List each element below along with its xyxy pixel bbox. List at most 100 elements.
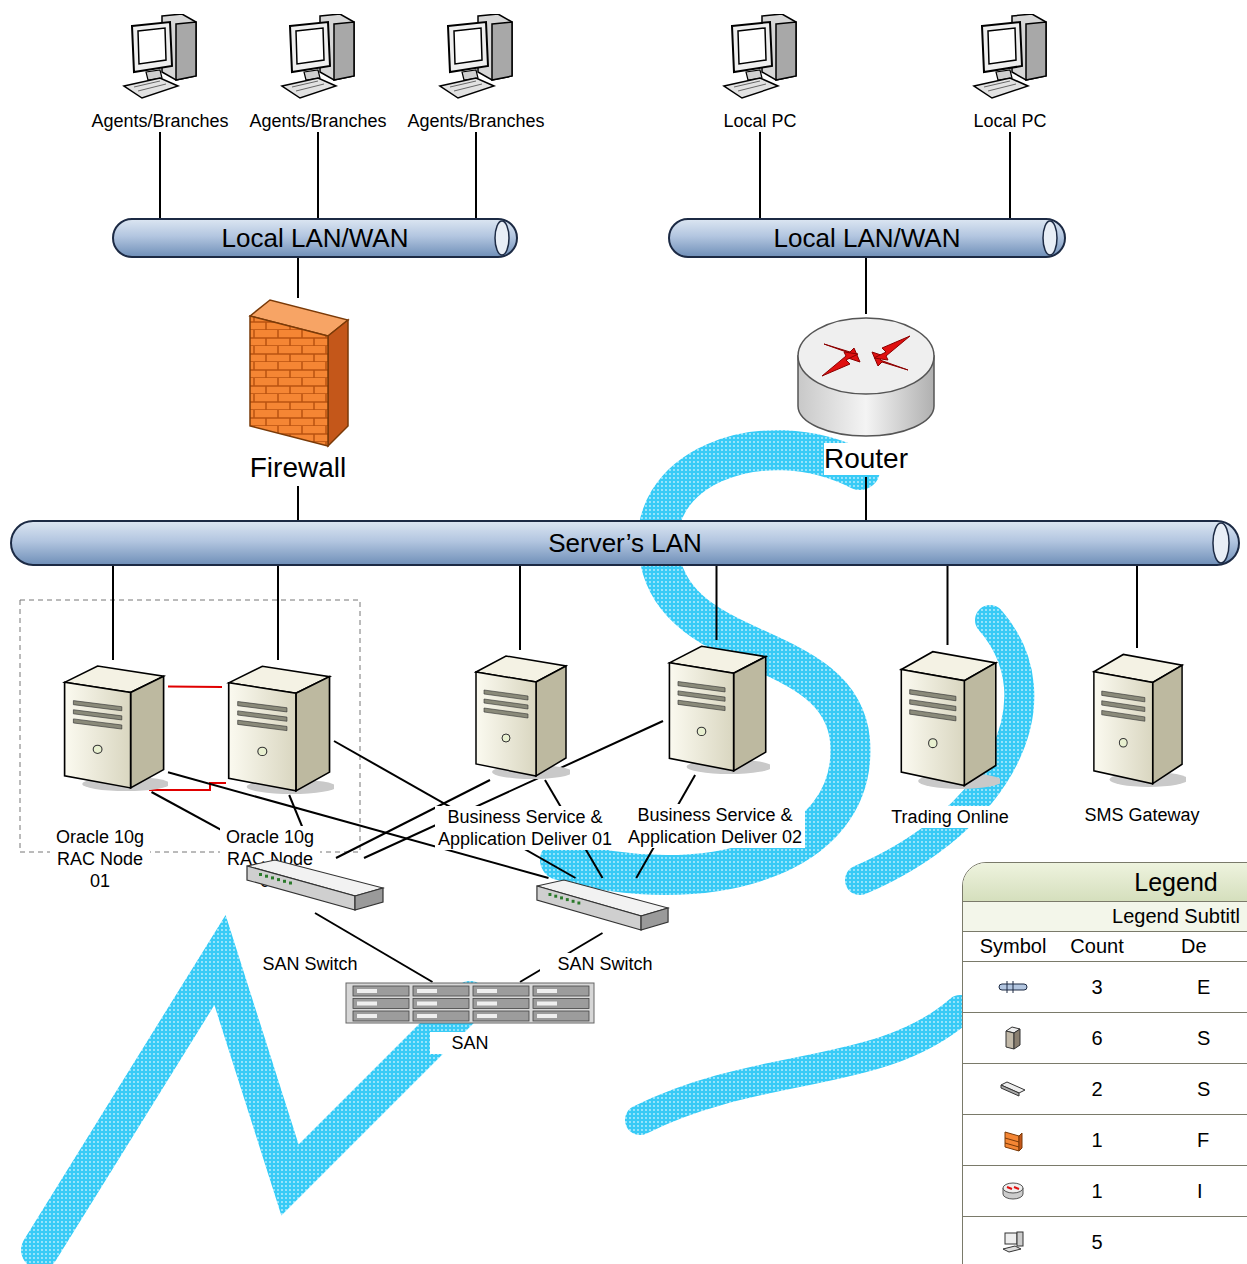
- graphic-part: [822, 336, 910, 376]
- legend-cell: E: [1131, 962, 1247, 1012]
- graphic-part: [176, 22, 196, 80]
- graphic-part: [265, 875, 268, 878]
- graphic-part: [1119, 738, 1127, 747]
- server-node: Business Service & Application Deliver 0…: [470, 650, 570, 780]
- computer-node: Agents/Branches: [243, 14, 393, 132]
- server-label: Trading Online: [870, 806, 1030, 828]
- graphic-part: [289, 882, 292, 885]
- network-link: [159, 132, 161, 218]
- graphic-part: [549, 893, 552, 896]
- server-node: Trading Online: [895, 645, 1000, 790]
- graphic-part: [73, 701, 121, 711]
- graphic-part: [495, 221, 509, 255]
- server-label: Business Service & Application Deliver 0…: [435, 806, 615, 850]
- network-link: [1136, 566, 1138, 648]
- graphic-part: [964, 663, 996, 786]
- graphic-part: [533, 999, 589, 1009]
- watermark: [40, 450, 1019, 1250]
- router-icon: [794, 314, 939, 439]
- network-link: [277, 566, 279, 660]
- graphic-part: [1014, 1029, 1020, 1049]
- graphic-part: [131, 676, 164, 788]
- graphic-part: [357, 989, 377, 993]
- storage-label: SAN: [430, 1032, 510, 1054]
- legend-title: Legend: [1134, 868, 1217, 897]
- legend-description: S: [1197, 1027, 1210, 1050]
- graphic-part: [974, 78, 1028, 98]
- computer-label: Local PC: [973, 110, 1046, 132]
- graphic-part: [1213, 523, 1229, 563]
- graphic-part: [872, 352, 908, 370]
- graphic-part: [929, 739, 937, 748]
- san-storage-node: SAN: [345, 982, 595, 1024]
- graphic-part: [417, 1014, 437, 1018]
- graphic-part: [454, 28, 482, 64]
- graphic-part: [113, 219, 517, 257]
- graphic-part: [678, 691, 725, 701]
- graphic-part: [229, 683, 296, 791]
- graphic-part: [724, 78, 778, 98]
- graphic-part: [484, 699, 528, 709]
- legend-table: LegendLegend SubtitlSymbolCountDe3E6S2S1…: [962, 862, 1247, 1264]
- network-link: [716, 566, 718, 640]
- graphic-part: [277, 878, 280, 881]
- network-link: [297, 486, 299, 520]
- bus-label: Server’s LAN: [10, 520, 1240, 566]
- pc-icon: [720, 14, 800, 102]
- pc-icon: [436, 14, 516, 102]
- graphic-part: [132, 22, 172, 72]
- legend-header: Symbol: [980, 935, 1047, 958]
- graphic-part: [357, 1014, 377, 1018]
- legend-firewall-symbol: [1003, 1128, 1023, 1152]
- graphic-part: [477, 1014, 497, 1018]
- network-bus: Server’s LAN: [10, 520, 1240, 566]
- graphic-part: [738, 28, 766, 64]
- network-link: [519, 566, 521, 650]
- legend-row: 1I: [963, 1165, 1247, 1216]
- legend-cell: [963, 1217, 1063, 1264]
- graphic-part: [296, 84, 324, 91]
- graphic-part: [577, 902, 580, 905]
- legend-title-row: Legend: [963, 863, 1247, 901]
- graphic-part: [353, 1011, 409, 1021]
- graphic-part: [1043, 221, 1057, 255]
- graphic-part: [1005, 1138, 1019, 1147]
- legend-cell: De: [1131, 932, 1247, 961]
- graphic-part: [440, 78, 494, 98]
- server-node: Oracle 10g RAC Node 01: [58, 660, 168, 792]
- graphic-part: [910, 710, 956, 721]
- legend-cell: [963, 1013, 1063, 1063]
- network-link: [865, 477, 867, 520]
- legend-description: F: [1197, 1129, 1209, 1152]
- legend-row: 1F: [963, 1114, 1247, 1165]
- graphic-part: [502, 734, 510, 742]
- network-link: [759, 132, 761, 218]
- server-node: Business Service & Application Deliver 0…: [663, 640, 770, 775]
- san-switch-node: SAN Switch: [245, 858, 385, 913]
- graphic-part: [822, 352, 858, 376]
- graphic-part: [1102, 691, 1145, 702]
- bus-label: Local LAN/WAN: [668, 218, 1066, 258]
- graphic-part: [1017, 1232, 1023, 1246]
- graphic-part: [640, 1010, 960, 1120]
- firewall-icon: [246, 298, 351, 448]
- pc-icon: [970, 14, 1050, 102]
- legend-count: 3: [1091, 976, 1102, 999]
- legend-cell: Legend: [963, 863, 1247, 901]
- graphic-part: [669, 663, 733, 771]
- server-icon: [663, 640, 770, 775]
- network-link: [865, 258, 867, 314]
- graphic-part: [346, 983, 594, 1023]
- network-link: [947, 566, 949, 645]
- server-icon: [58, 660, 168, 792]
- graphic-part: [1005, 1132, 1019, 1151]
- graphic-part: [258, 747, 267, 755]
- graphic-part: [65, 682, 131, 788]
- legend-count: 2: [1091, 1078, 1102, 1101]
- graphic-part: [250, 316, 328, 446]
- legend-cell: [963, 1166, 1063, 1216]
- legend-cell: 5: [1063, 1217, 1131, 1264]
- graphic-part: [901, 670, 964, 786]
- graphic-part: [238, 702, 287, 712]
- graphic-part: [413, 1011, 469, 1021]
